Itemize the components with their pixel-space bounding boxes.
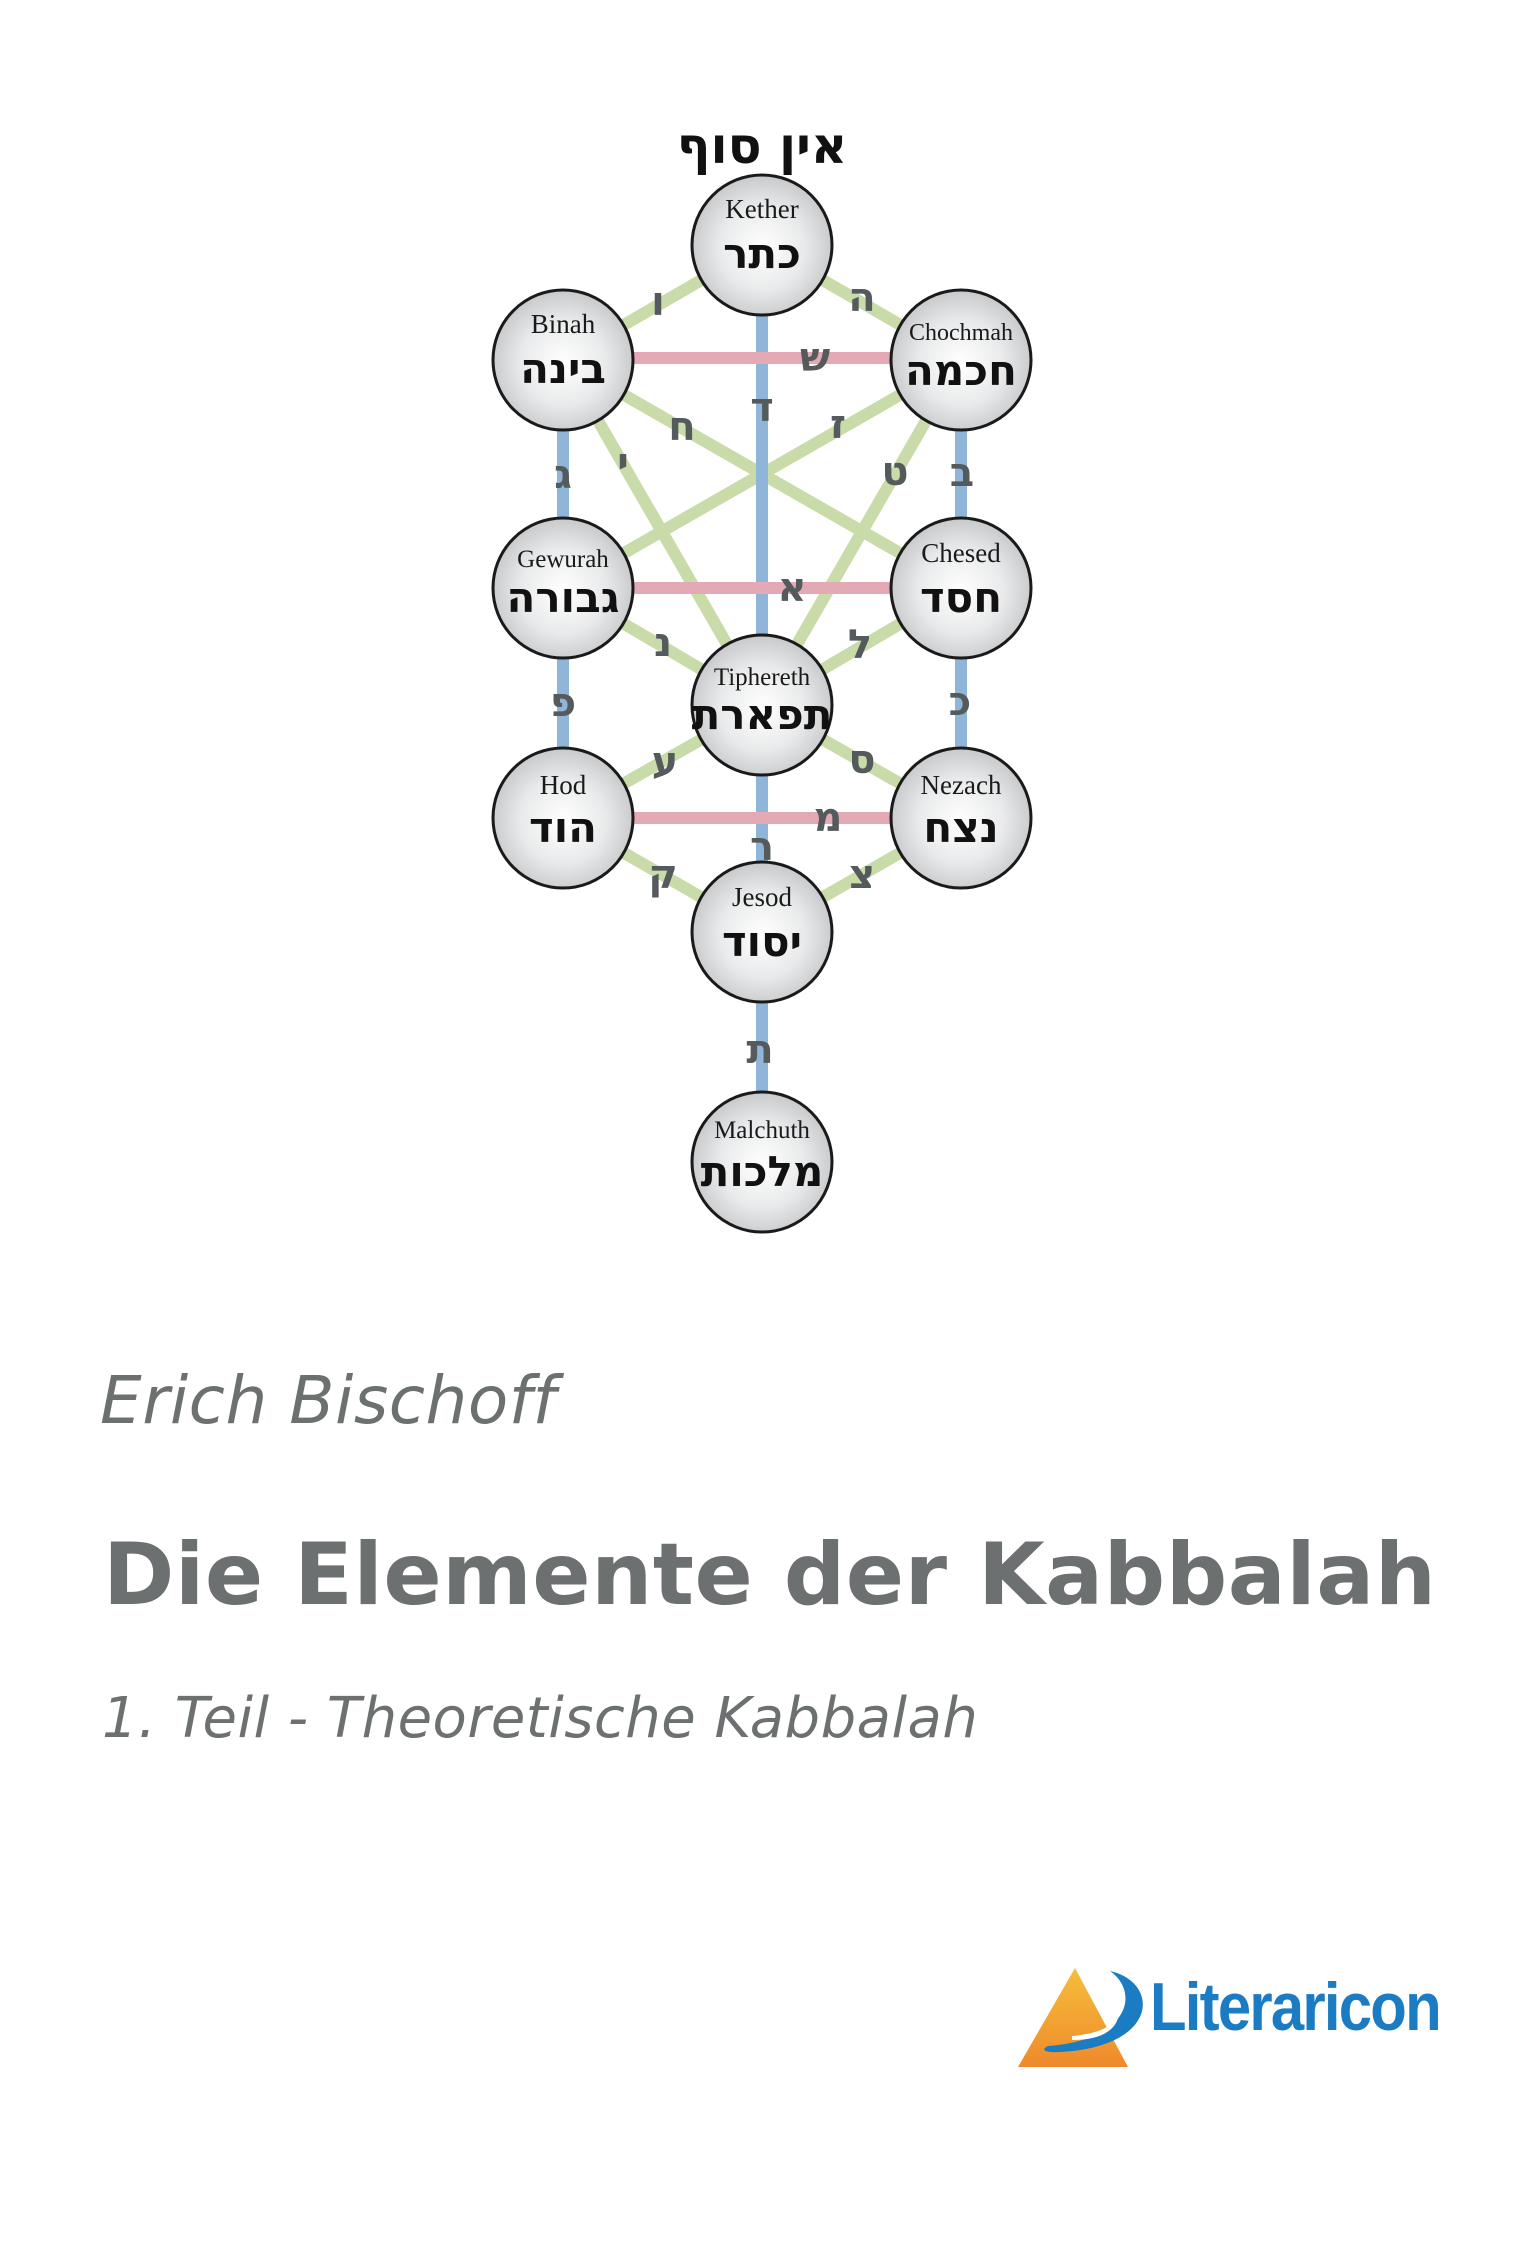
path-letters: ו ה ש ד ח ז י ט ג ב א נ ל פ כ ע ס מ ר ק … [550, 275, 974, 1073]
sefira-kether: Kether כתר [690, 173, 834, 317]
sefira-label-he: חכמה [905, 346, 1017, 395]
sefira-label-en: Hod [540, 770, 587, 800]
letter-ayin: ע [652, 739, 679, 785]
sefira-hod: Hod הוד [491, 746, 635, 890]
letter-tav: ת [746, 1027, 773, 1073]
sefira-jesod: Jesod יסוד [690, 860, 834, 1004]
sefira-malchuth: Malchuth מלכות [690, 1090, 834, 1234]
sefira-label-he: גבורה [507, 573, 620, 622]
sefira-nezach: Nezach נצח [889, 746, 1033, 890]
book-subtitle: 1. Teil - Theoretische Kabbalah [102, 1686, 979, 1751]
tree-of-life-diagram: ו ה ש ד ח ז י ט ג ב א נ ל פ כ ע ס מ ר ק … [491, 117, 1033, 1234]
sefira-label-he: תפארת [692, 690, 833, 739]
sefira-label-he: כתר [723, 229, 801, 278]
sefira-label-he: חסד [920, 573, 1002, 622]
sefira-label-he: הוד [529, 803, 597, 852]
publisher-name: Literaricon [1150, 1969, 1442, 2045]
letter-tsadi: צ [849, 852, 875, 898]
sefira-label-en: Chochmah [909, 320, 1013, 346]
letter-gimel: ג [554, 452, 572, 498]
sefira-label-en: Gewurah [517, 546, 609, 573]
letter-zayin: ז [830, 402, 846, 448]
sefira-label-en: Tiphereth [714, 664, 811, 691]
author-name: Erich Bischoff [100, 1362, 557, 1439]
publisher-logo: Literaricon [1010, 1962, 1442, 2074]
sefira-label-he: נצח [923, 803, 998, 852]
sefira-label-en: Jesod [732, 882, 792, 912]
sefira-label-en: Kether [725, 194, 798, 224]
letter-chet: ח [668, 404, 695, 450]
letter-dalet: ד [750, 385, 774, 431]
letter-yod: י [617, 440, 629, 486]
letter-samekh: ס [848, 737, 875, 783]
letter-bet: ב [950, 450, 974, 496]
letter-mem: מ [814, 795, 843, 841]
publisher-triangle-swoosh-icon [1018, 1968, 1143, 2067]
letter-qof: ק [648, 852, 677, 898]
sefira-label-en: Nezach [921, 770, 1002, 800]
sefira-chochmah: Chochmah חכמה [889, 288, 1033, 432]
letter-pe: פ [550, 680, 576, 726]
sefira-label-he: יסוד [722, 917, 802, 966]
sefira-tiphereth: Tiphereth תפארת [690, 633, 834, 777]
letter-tet: ט [881, 449, 908, 495]
sefira-binah: Binah בינה [491, 288, 635, 432]
letter-lamed: ל [848, 622, 872, 668]
sefira-label-en: Binah [531, 309, 596, 339]
sefira-chesed: Chesed חסד [889, 516, 1033, 660]
letter-nun: נ [654, 620, 672, 666]
letter-he: ה [848, 275, 875, 321]
letter-alef: א [777, 565, 806, 611]
letter-shin: ש [800, 335, 830, 381]
book-title: Die Elemente der Kabbalah [103, 1525, 1437, 1625]
sefira-label-he: בינה [520, 344, 606, 393]
sefira-label-he: מלכות [701, 1147, 824, 1196]
ein-sof-heading: אין סוף [677, 117, 848, 175]
sefira-gewurah: Gewurah גבורה [491, 516, 635, 660]
sefira-label-en: Chesed [921, 538, 1001, 568]
sefira-label-en: Malchuth [714, 1117, 810, 1144]
letter-vav: ו [651, 279, 665, 325]
letter-kaf: כ [949, 679, 972, 725]
